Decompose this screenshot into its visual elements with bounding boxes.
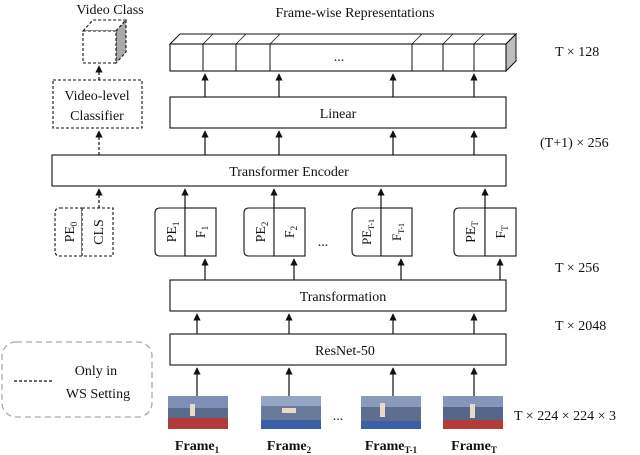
frame-label-t-minus-1: FrameT-1 xyxy=(365,439,418,455)
token-t-minus-1: PET-1 FT-1 xyxy=(351,207,413,257)
frame-label-1: Frame1 xyxy=(175,439,220,455)
linear-label: Linear xyxy=(320,107,357,122)
dim-t1-256: (T+1) × 256 xyxy=(540,136,609,151)
f-t-label: FT xyxy=(494,225,510,239)
pe0-label: PE0 xyxy=(63,221,79,242)
token-2: PE2 F2 xyxy=(243,207,306,257)
framewise-title: Frame-wise Representations xyxy=(275,6,434,21)
f1-label: F1 xyxy=(194,226,210,238)
frame-label-t: FrameT xyxy=(451,439,497,455)
dim-t2048: T × 2048 xyxy=(555,319,606,334)
cls-token: PE0 CLS xyxy=(54,207,114,257)
f-tm1-label: FT-1 xyxy=(389,223,406,241)
pe2-label: PE2 xyxy=(254,222,270,243)
frame-label-2: Frame2 xyxy=(267,439,312,455)
token-t: PET FT xyxy=(453,207,517,257)
tokens-to-encoder-arrows xyxy=(181,188,489,208)
resnet-backbone: ResNet-50 xyxy=(169,333,507,366)
pe1-label: PE1 xyxy=(165,222,181,243)
linear-layer: Linear xyxy=(169,96,507,129)
cls-label: CLS xyxy=(92,219,107,245)
token-ellipsis: ... xyxy=(318,235,329,250)
transformer-encoder: Transformer Encoder xyxy=(51,154,507,187)
pe-t-label: PET xyxy=(464,221,480,243)
legend-line1: Only in xyxy=(75,364,117,379)
transformer-encoder-label: Transformer Encoder xyxy=(229,165,349,180)
video-class-cube-icon xyxy=(81,18,128,65)
classifier-label-line1: Video-level xyxy=(64,89,129,104)
frame-image-t-minus-1 xyxy=(361,396,421,429)
frame-image-2 xyxy=(261,396,321,429)
frames-to-resnet-arrows xyxy=(193,367,478,396)
frame-ellipsis: ... xyxy=(333,409,344,424)
dim-input: T × 224 × 224 × 3 xyxy=(514,409,616,424)
frame-image-t xyxy=(443,396,503,429)
classifier-label-line2: Classifier xyxy=(70,109,124,124)
video-class-label: Video Class xyxy=(76,3,143,18)
transformation-label: Transformation xyxy=(300,290,387,305)
legend-line2: WS Setting xyxy=(66,387,130,402)
dim-t256: T × 256 xyxy=(555,261,599,276)
transformation-layer: Transformation xyxy=(169,279,507,312)
f2-label: F2 xyxy=(283,226,299,238)
resnet-to-transformation-arrows xyxy=(193,313,478,334)
legend: Only in WS Setting xyxy=(1,341,153,418)
encoder-to-linear-arrows xyxy=(201,130,478,155)
transformation-to-tokens-arrows xyxy=(201,258,504,280)
video-level-classifier: Video-level Classifier xyxy=(52,79,143,129)
framewise-ellipsis: ... xyxy=(334,50,345,65)
framewise-tensor: ... xyxy=(168,32,518,73)
linear-to-tensor-arrows xyxy=(201,73,478,97)
frame-image-1 xyxy=(168,396,228,429)
dim-t128: T × 128 xyxy=(555,45,599,60)
resnet-label: ResNet-50 xyxy=(315,344,375,359)
pe-tm1-label: PET-1 xyxy=(359,219,376,245)
token-1: PE1 F1 xyxy=(154,207,217,257)
